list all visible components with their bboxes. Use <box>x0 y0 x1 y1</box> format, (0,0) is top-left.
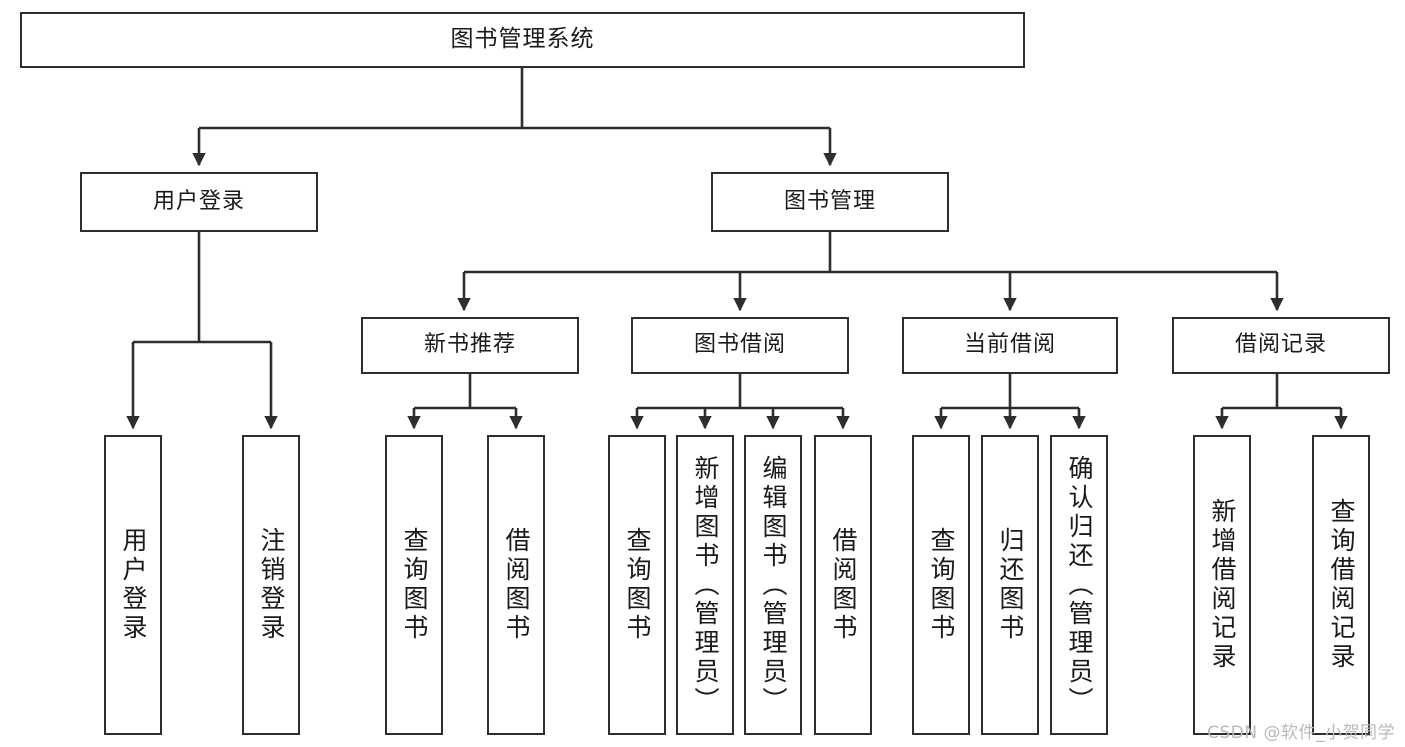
node-user-login[interactable]: 用户登录 <box>80 172 318 232</box>
node-leaf-query-borrow-record[interactable]: 查询借阅记录 <box>1312 435 1370 735</box>
node-leaf-query-book-2[interactable]: 查询图书 <box>608 435 666 735</box>
node-leaf-edit-book-admin[interactable]: 编辑图书（管理员） <box>744 435 802 735</box>
node-leaf-query-book-2-label: 查询图书 <box>623 527 652 643</box>
node-current-borrow[interactable]: 当前借阅 <box>902 317 1118 374</box>
node-leaf-borrow-book-1[interactable]: 借阅图书 <box>487 435 545 735</box>
node-borrow-record[interactable]: 借阅记录 <box>1172 317 1390 374</box>
node-leaf-borrow-book-2-label: 借阅图书 <box>829 527 858 643</box>
node-book-borrow[interactable]: 图书借阅 <box>631 317 849 374</box>
node-leaf-borrow-book-2[interactable]: 借阅图书 <box>814 435 872 735</box>
node-leaf-add-borrow-record-label: 新增借阅记录 <box>1208 498 1237 672</box>
node-book-management-label: 图书管理 <box>783 188 876 214</box>
node-leaf-user-login-label: 用户登录 <box>119 527 148 643</box>
node-new-book-recommend-label: 新书推荐 <box>423 332 516 358</box>
node-leaf-return-book[interactable]: 归还图书 <box>981 435 1039 735</box>
node-leaf-add-book-admin-label: 新增图书（管理员） <box>691 454 720 716</box>
node-leaf-add-book-admin[interactable]: 新增图书（管理员） <box>676 435 734 735</box>
node-current-borrow-label: 当前借阅 <box>963 332 1056 358</box>
node-book-management[interactable]: 图书管理 <box>711 172 949 232</box>
node-leaf-confirm-return-admin[interactable]: 确认归还（管理员） <box>1050 435 1108 735</box>
csdn-watermark: CSDN @软件_小贺同学 <box>1207 723 1395 743</box>
node-borrow-record-label: 借阅记录 <box>1234 332 1327 358</box>
node-leaf-query-book-1-label: 查询图书 <box>400 527 429 643</box>
node-leaf-user-login[interactable]: 用户登录 <box>104 435 162 735</box>
node-leaf-query-book-3[interactable]: 查询图书 <box>912 435 970 735</box>
node-leaf-logout-login[interactable]: 注销登录 <box>242 435 300 735</box>
node-leaf-return-book-label: 归还图书 <box>996 527 1025 643</box>
node-new-book-recommend[interactable]: 新书推荐 <box>361 317 579 374</box>
node-root-label: 图书管理系统 <box>450 26 595 53</box>
node-leaf-confirm-return-admin-label: 确认归还（管理员） <box>1065 454 1094 716</box>
node-book-borrow-label: 图书借阅 <box>693 332 786 358</box>
node-leaf-edit-book-admin-label: 编辑图书（管理员） <box>759 454 788 716</box>
node-user-login-label: 用户登录 <box>152 188 245 214</box>
node-leaf-logout-login-label: 注销登录 <box>257 527 286 643</box>
node-leaf-query-borrow-record-label: 查询借阅记录 <box>1327 498 1356 672</box>
node-leaf-query-book-1[interactable]: 查询图书 <box>385 435 443 735</box>
node-leaf-add-borrow-record[interactable]: 新增借阅记录 <box>1193 435 1251 735</box>
node-leaf-borrow-book-1-label: 借阅图书 <box>502 527 531 643</box>
node-leaf-query-book-3-label: 查询图书 <box>927 527 956 643</box>
node-root-system[interactable]: 图书管理系统 <box>20 12 1025 68</box>
